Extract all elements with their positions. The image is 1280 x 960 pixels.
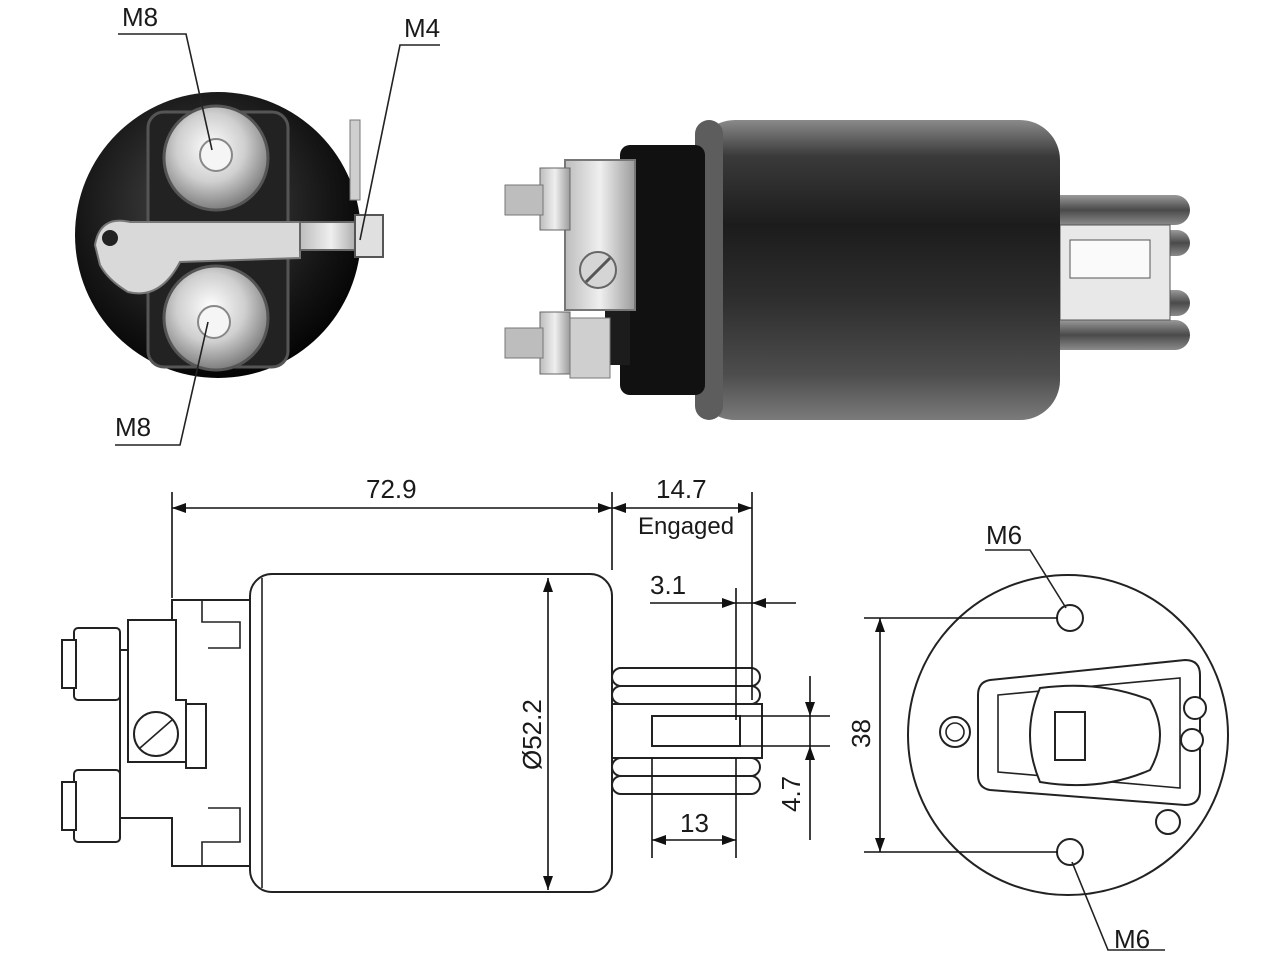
end-view-dimensions: 38 M6 M6	[846, 520, 1165, 954]
leader-m4	[359, 44, 440, 241]
upper-stud-nut	[539, 167, 571, 231]
lower-washer	[569, 317, 611, 379]
leader-top-m6	[985, 549, 1067, 609]
spade-screw	[354, 214, 384, 258]
spade-tab	[349, 119, 361, 201]
dim-plunger-length: 13	[680, 808, 709, 838]
leader-bottom-m6	[1071, 861, 1165, 951]
bottom-terminal-stud	[197, 305, 231, 339]
drawing-plunger-slot	[651, 715, 741, 747]
photo-end-view-callouts: M8 M4 M8	[115, 2, 440, 446]
return-spring	[1040, 195, 1190, 350]
drawing-body-can	[249, 573, 613, 893]
label-top-m8: M8	[122, 2, 158, 32]
dim-hole-spacing: 38	[846, 719, 876, 748]
mount-hole-bottom	[1056, 838, 1084, 866]
dim-shoulder-gap: 3.1	[650, 570, 686, 600]
label-top-m6: M6	[986, 520, 1022, 550]
drawing-upper-nut	[73, 627, 121, 701]
end-view-drawing	[907, 574, 1229, 896]
drawing-spring-top	[611, 667, 761, 687]
side-view-dimensions: 72.9 14.7 Engaged 3.1 Ø52.2 13 4.7	[171, 474, 830, 890]
contact-strap	[93, 219, 301, 295]
plunger-end	[1029, 684, 1161, 787]
dim-body-diameter: Ø52.2	[517, 699, 547, 770]
mount-hole-top	[1056, 604, 1084, 632]
lower-stud-nut	[539, 311, 571, 375]
drawing-lower-stud	[61, 781, 77, 831]
drawing-spring-top-2	[611, 685, 761, 705]
dim-engaged-note: Engaged	[638, 513, 734, 540]
strap-hole	[102, 230, 118, 246]
end-view-photo	[75, 92, 384, 378]
dim-overall-length: 72.9	[366, 474, 417, 504]
dim-slot-width: 4.7	[776, 776, 806, 812]
drawing-upper-stud	[61, 639, 77, 689]
side-view-photo	[504, 120, 1190, 420]
terminal-cap	[620, 145, 705, 395]
plunger-end-slot	[1054, 711, 1086, 761]
label-bottom-m8: M8	[115, 412, 151, 442]
side-hole	[939, 716, 971, 748]
leader-bottom-m8	[115, 321, 209, 446]
side-view-drawing	[61, 573, 763, 893]
drawing-spring-bottom	[611, 757, 761, 777]
drawing-spring-bottom-2	[611, 775, 761, 795]
top-terminal-stud	[199, 138, 233, 172]
spade-terminal	[299, 221, 363, 251]
drawing-lower-nut	[73, 769, 121, 843]
leader-top-m8	[118, 33, 213, 151]
upper-stud-thread	[504, 184, 544, 216]
dim-engaged-travel: 14.7	[656, 474, 707, 504]
label-m4: M4	[404, 13, 440, 43]
label-bottom-m6: M6	[1114, 924, 1150, 954]
solenoid-can	[695, 120, 1060, 420]
lower-stud-thread	[504, 327, 544, 359]
